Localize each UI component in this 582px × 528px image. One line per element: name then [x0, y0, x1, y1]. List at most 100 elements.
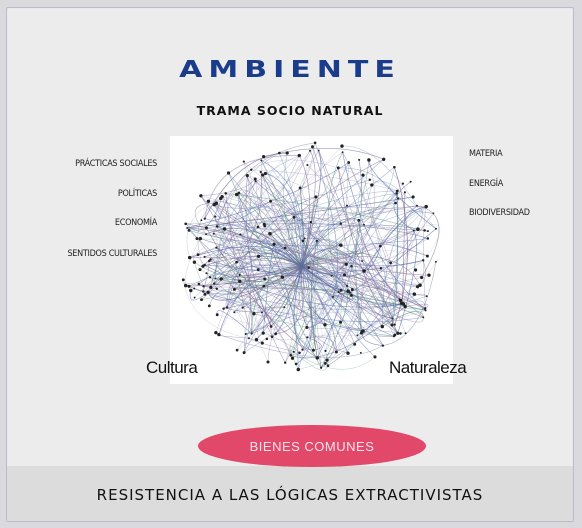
network-node [261, 173, 265, 177]
network-edge [301, 265, 421, 286]
network-node [298, 351, 301, 355]
slide-title: AMBIENTE [179, 55, 401, 84]
network-node [206, 199, 211, 204]
network-edge [238, 192, 362, 333]
network-edge [382, 310, 424, 327]
network-edge [301, 167, 395, 267]
network-node [398, 298, 403, 303]
network-edge [348, 162, 401, 301]
network-node [292, 215, 296, 219]
network-node [186, 227, 189, 229]
network-edge [332, 290, 351, 303]
network-node [203, 292, 207, 296]
network-graph [170, 136, 453, 384]
network-edge [234, 167, 339, 290]
network-node [361, 260, 364, 262]
network-node [232, 287, 236, 291]
network-node [200, 219, 203, 222]
network-node [235, 348, 239, 352]
label-materia: MATERIA [469, 149, 503, 159]
network-edge [255, 178, 364, 332]
network-edge [299, 187, 318, 358]
network-edge [301, 206, 427, 267]
network-edge [245, 175, 272, 327]
network-edge [224, 228, 339, 293]
network-edge [301, 196, 320, 267]
network-edge [217, 314, 383, 337]
network-edge [265, 173, 303, 267]
network-node [214, 215, 217, 218]
network-edge [358, 220, 404, 305]
network-node [394, 201, 397, 205]
network-edge [269, 142, 316, 234]
network-node [197, 282, 201, 286]
network-node [201, 264, 205, 268]
network-edge [217, 334, 249, 339]
network-edge [204, 264, 404, 308]
network-edge [270, 305, 285, 337]
network-node [422, 316, 425, 319]
network-edge [301, 206, 427, 267]
network-edge [416, 205, 440, 278]
network-edge [187, 196, 414, 229]
network-node [214, 277, 217, 280]
network-edge [209, 249, 303, 267]
network-edge [362, 330, 383, 346]
network-edge [251, 159, 398, 192]
label-sentidos-culturales: SENTIDOS CULTURALES [67, 249, 157, 259]
network-edge [257, 226, 426, 309]
network-node [256, 268, 260, 271]
network-node [203, 217, 206, 220]
network-node [206, 290, 210, 294]
network-node [332, 295, 334, 298]
network-node [253, 177, 257, 181]
network-edge [283, 152, 303, 267]
network-node [213, 202, 216, 205]
network-node [435, 227, 437, 230]
network-edge [301, 206, 427, 267]
network-node [339, 222, 343, 225]
network-node [401, 302, 406, 306]
network-edge [247, 175, 341, 224]
network-node [411, 195, 415, 199]
network-node [373, 355, 377, 359]
network-node [339, 243, 343, 247]
network-node [235, 260, 238, 264]
network-edge [402, 192, 406, 303]
network-node [434, 260, 437, 263]
network-edge [279, 152, 303, 267]
network-node [233, 311, 236, 314]
network-node [360, 330, 364, 334]
network-node [224, 192, 227, 195]
network-edge [208, 265, 303, 295]
network-node [181, 278, 185, 282]
network-node [261, 311, 263, 314]
network-node [222, 307, 225, 310]
network-node [395, 189, 399, 193]
network-node [423, 229, 426, 232]
network-node [362, 269, 366, 273]
network-edge [327, 152, 343, 293]
network-node [254, 180, 257, 183]
network-edge [215, 230, 414, 279]
network-edge [381, 205, 418, 327]
network-node [359, 351, 362, 354]
network-node [389, 261, 392, 265]
network-edge [301, 265, 326, 325]
network-node [339, 320, 342, 324]
network-edge [207, 155, 300, 293]
network-node [198, 236, 203, 241]
network-node [357, 218, 361, 222]
network-node [205, 233, 208, 236]
network-edge [360, 205, 418, 334]
network-edge [380, 206, 427, 247]
network-node [262, 284, 266, 288]
network-node [183, 283, 188, 288]
network-edge [210, 259, 303, 278]
network-node [284, 361, 287, 364]
network-node [427, 273, 431, 277]
network-node [238, 279, 242, 283]
network-node [192, 260, 197, 264]
network-edge [325, 213, 434, 364]
network-node [345, 204, 349, 207]
